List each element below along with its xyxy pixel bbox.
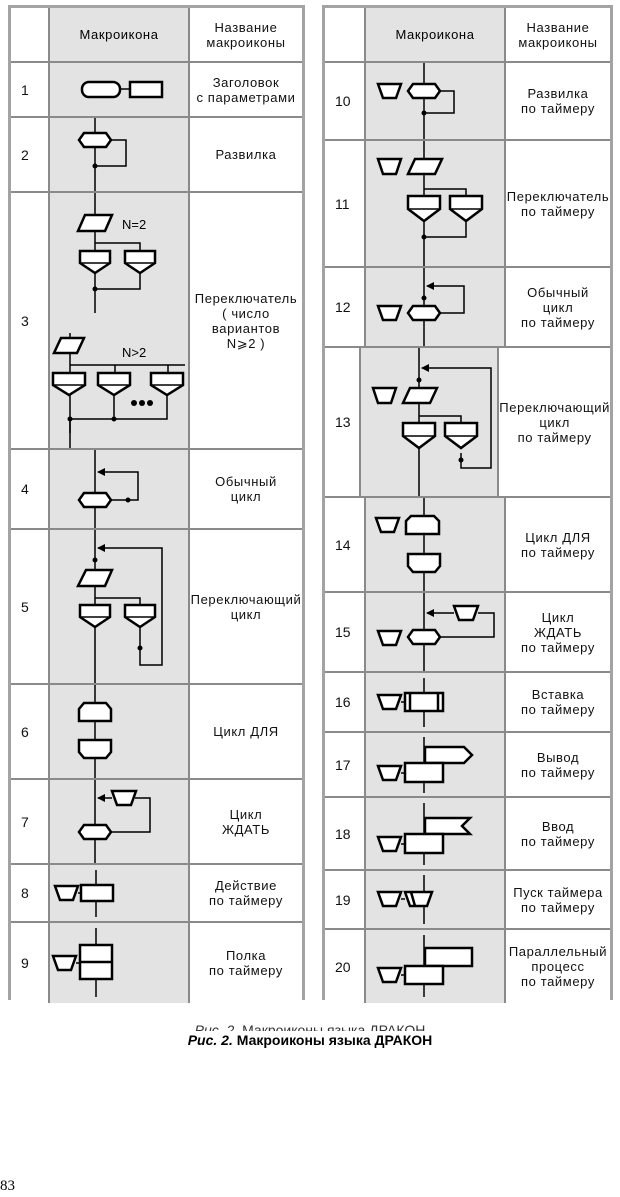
switch-label-n-more: N>2 bbox=[122, 345, 146, 360]
table-row: 12 Обычный цикл по таймеру bbox=[325, 268, 610, 348]
table-row: 19 Пуск таймера по таймеру bbox=[325, 871, 610, 930]
row-name: Переключатель по таймеру bbox=[506, 141, 610, 266]
row-number: 4 bbox=[11, 450, 50, 528]
timer-switching-loop-icon bbox=[361, 348, 500, 496]
row-number: 10 bbox=[325, 63, 366, 139]
timer-insert-icon bbox=[366, 673, 506, 731]
row-name: Пуск таймера по таймеру bbox=[506, 871, 610, 928]
timer-loop-icon bbox=[366, 268, 506, 346]
row-number: 9 bbox=[11, 923, 50, 1003]
table-header: Макроикона Название макроиконы bbox=[325, 8, 610, 63]
table-header: Макроикона Название макроиконы bbox=[11, 8, 302, 63]
table-row: 10 Развилка по таймеру bbox=[325, 63, 610, 141]
table-row: 4 Обычный цикл bbox=[11, 450, 302, 530]
row-name: Обычный цикл bbox=[190, 450, 302, 528]
header-icon: Макроикона bbox=[50, 8, 190, 61]
row-number: 16 bbox=[325, 673, 366, 731]
timer-action-icon bbox=[50, 865, 190, 921]
table-row: 6 Цикл ДЛЯ bbox=[11, 685, 302, 780]
macroicons-table-right: Макроикона Название макроиконы 10 Развил… bbox=[322, 5, 613, 1003]
row-name: Переключающий цикл по таймеру bbox=[499, 348, 610, 496]
caption-prefix: Рис. 2. bbox=[187, 1032, 233, 1048]
header-number bbox=[11, 8, 50, 61]
row-name: Цикл ДЛЯ по таймеру bbox=[506, 498, 610, 591]
caption-ghost-prefix: Рис. 2. bbox=[194, 1022, 239, 1031]
timer-wait-loop-icon bbox=[366, 593, 506, 671]
timer-output-icon bbox=[366, 733, 506, 796]
table-row: 7 Цикл ЖДАТЬ bbox=[11, 780, 302, 865]
row-number: 6 bbox=[11, 685, 50, 778]
row-number: 3 bbox=[11, 193, 50, 448]
macroicons-table-left: Макроикона Название макроиконы 1 Заголов… bbox=[8, 5, 305, 1003]
header-with-parameters-icon bbox=[50, 63, 190, 116]
row-name: Ввод по таймеру bbox=[506, 798, 610, 869]
table-row: 16 Вставка по таймеру bbox=[325, 673, 610, 733]
for-loop-icon bbox=[50, 685, 190, 778]
timer-for-loop-icon bbox=[366, 498, 506, 591]
timer-switch-icon bbox=[366, 141, 506, 266]
row-name: Цикл ЖДАТЬ по таймеру bbox=[506, 593, 610, 671]
table-row: 17 Вывод по таймеру bbox=[325, 733, 610, 798]
table-row: 8 Действие по таймеру bbox=[11, 865, 302, 923]
page-number: 83 bbox=[0, 1178, 15, 1194]
header-icon: Макроикона bbox=[366, 8, 506, 61]
row-name: Обычный цикл по таймеру bbox=[506, 268, 610, 346]
row-number: 11 bbox=[325, 141, 366, 266]
timer-shelf-icon bbox=[50, 923, 190, 1003]
table-row: 3 N=2 N>2 bbox=[11, 193, 302, 450]
row-number: 7 bbox=[11, 780, 50, 863]
table-row: 2 Развилка bbox=[11, 118, 302, 193]
timer-parallel-process-icon bbox=[366, 930, 506, 1003]
table-row: 5 Переключающий цикл bbox=[11, 530, 302, 685]
row-number: 18 bbox=[325, 798, 366, 869]
row-name: Вывод по таймеру bbox=[506, 733, 610, 796]
row-name: Цикл ЖДАТЬ bbox=[190, 780, 302, 863]
row-number: 5 bbox=[11, 530, 50, 683]
header-name: Название макроиконы bbox=[506, 8, 610, 61]
timer-input-icon bbox=[366, 798, 506, 869]
row-number: 15 bbox=[325, 593, 366, 671]
row-name: Действие по таймеру bbox=[190, 865, 302, 921]
table-row: 18 Ввод по таймеру bbox=[325, 798, 610, 871]
row-name: Развилка по таймеру bbox=[506, 63, 610, 139]
row-name: Развилка bbox=[190, 118, 302, 191]
row-number: 8 bbox=[11, 865, 50, 921]
table-row: 20 Параллельный процесс по таймеру bbox=[325, 930, 610, 1003]
row-number: 2 bbox=[11, 118, 50, 191]
row-name: Цикл ДЛЯ bbox=[190, 685, 302, 778]
table-row: 11 Переключатель по таймеру bbox=[325, 141, 610, 268]
row-name: Переключатель ( число вариантов N⩾2 ) bbox=[190, 193, 302, 448]
row-name: Вставка по таймеру bbox=[506, 673, 610, 731]
table-row: 15 Цикл ЖДАТЬ по таймеру bbox=[325, 593, 610, 673]
switch-label-n2: N=2 bbox=[122, 217, 146, 232]
header-number bbox=[325, 8, 366, 61]
row-number: 14 bbox=[325, 498, 366, 591]
wait-loop-icon bbox=[50, 780, 190, 863]
row-name: Параллельный процесс по таймеру bbox=[506, 930, 610, 1003]
row-name: Переключающий цикл bbox=[190, 530, 302, 683]
row-number: 19 bbox=[325, 871, 366, 928]
table-row: 9 Полка по таймеру bbox=[11, 923, 302, 1003]
header-name: Название макроиконы bbox=[190, 8, 302, 61]
row-number: 20 bbox=[325, 930, 366, 1003]
fork-icon bbox=[50, 118, 190, 191]
timer-start-icon bbox=[366, 871, 506, 928]
row-name: Полка по таймеру bbox=[190, 923, 302, 1003]
row-number: 12 bbox=[325, 268, 366, 346]
table-row: 1 Заголовок с параметрами bbox=[11, 63, 302, 118]
table-row: 13 Переключающий цикл по таймеру bbox=[325, 348, 610, 498]
caption-ghost-text: Макроиконы языка ДРАКОН bbox=[238, 1022, 426, 1031]
caption-ghost: Рис. 2. Макроиконы языка ДРАКОН bbox=[0, 1022, 620, 1031]
loop-icon bbox=[50, 450, 190, 528]
figure-caption: Рис. 2. Макроиконы языка ДРАКОН bbox=[0, 1032, 620, 1048]
switch-icon: N=2 N>2 bbox=[50, 193, 190, 448]
row-number: 1 bbox=[11, 63, 50, 116]
caption-text: Макроиконы языка ДРАКОН bbox=[232, 1032, 433, 1048]
table-row: 14 Цикл ДЛЯ по таймеру bbox=[325, 498, 610, 593]
row-name: Заголовок с параметрами bbox=[190, 63, 302, 116]
switching-loop-icon bbox=[50, 530, 190, 683]
timer-fork-icon bbox=[366, 63, 506, 139]
row-number: 17 bbox=[325, 733, 366, 796]
row-number: 13 bbox=[325, 348, 362, 496]
